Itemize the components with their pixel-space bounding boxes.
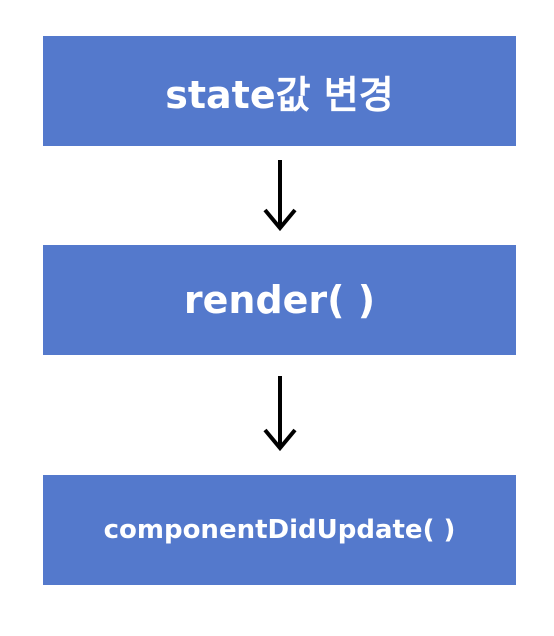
step-render-box: render( ) <box>43 245 516 355</box>
step-state-change-box: state값 변경 <box>43 36 516 146</box>
step-state-change-label: state값 변경 <box>165 72 394 117</box>
down-arrow-icon <box>262 376 298 452</box>
step-component-did-update-label: componentDidUpdate( ) <box>103 515 456 545</box>
step-render-label: render( ) <box>183 278 376 322</box>
step-component-did-update-box: componentDidUpdate( ) <box>43 475 516 585</box>
down-arrow-icon <box>262 160 298 232</box>
